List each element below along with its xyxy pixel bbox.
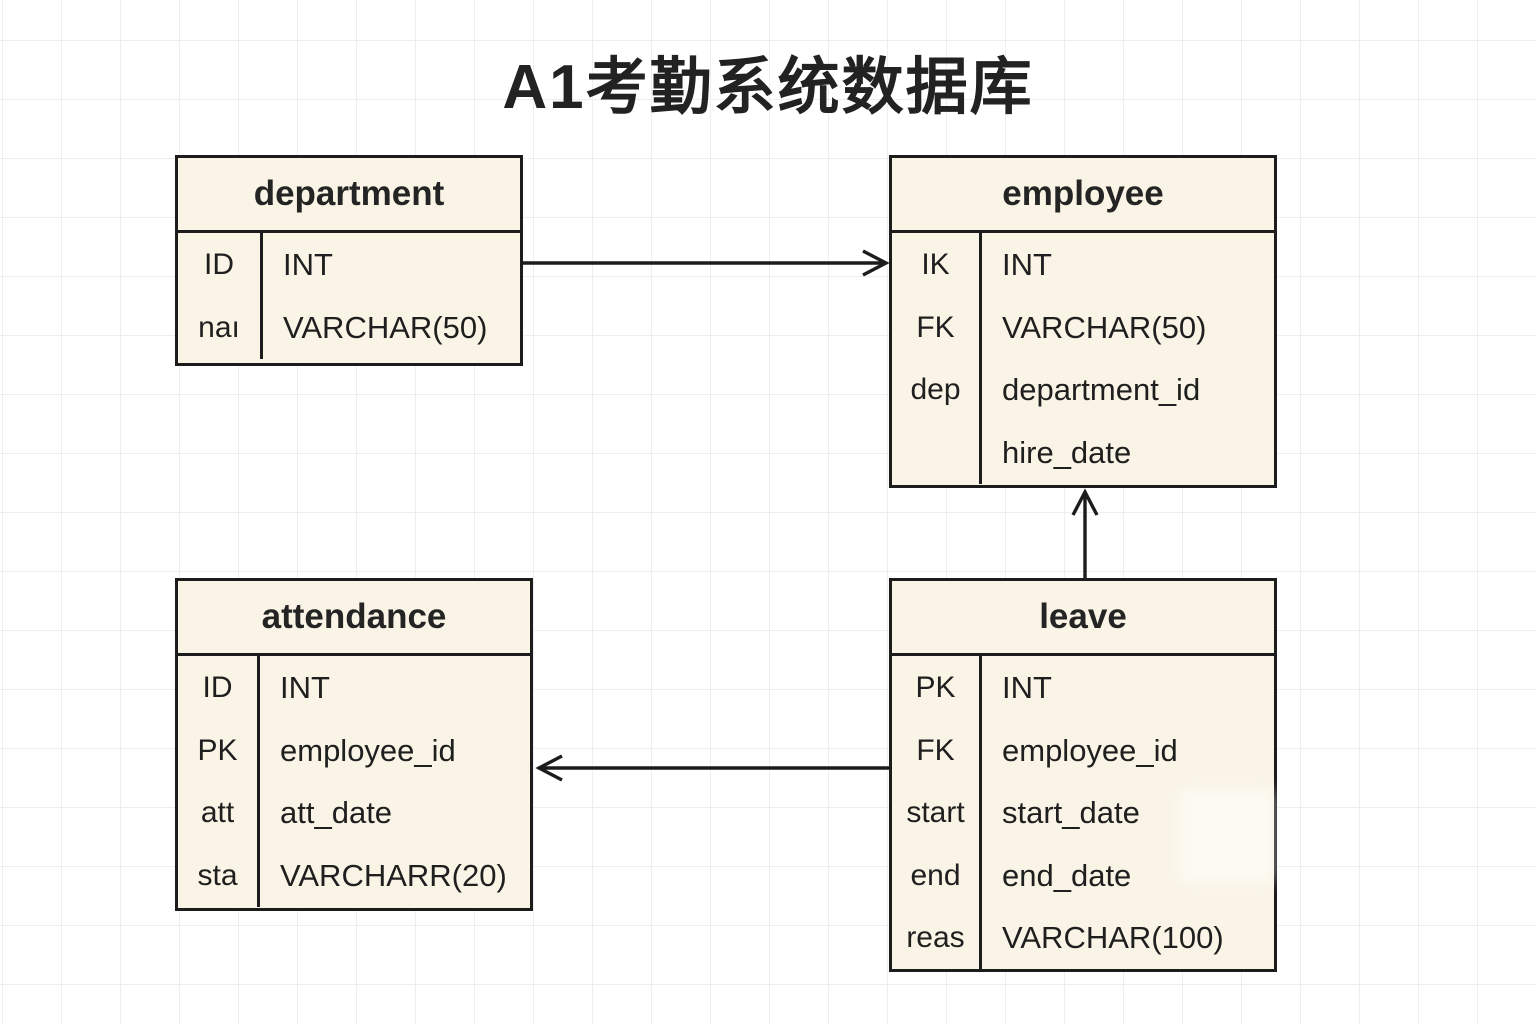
table-row: sta VARCHARR(20) xyxy=(178,845,530,908)
table-row: FK VARCHAR(50) xyxy=(892,297,1274,360)
table-row: naı VARCHAR(50) xyxy=(178,297,520,360)
row-key: ID xyxy=(204,248,234,282)
row-key: ID xyxy=(202,671,233,705)
row-value: start_date xyxy=(1002,795,1140,831)
row-value: att_date xyxy=(280,795,393,831)
row-value: VARCHAR(50) xyxy=(1002,309,1207,345)
table-row: start start_date xyxy=(892,782,1274,845)
table-title-leave: leave xyxy=(892,581,1274,656)
arrow-department-to-employee xyxy=(523,249,890,277)
table-row: dep department_id xyxy=(892,359,1274,422)
table-title-employee: employee xyxy=(892,158,1274,233)
row-value: department_id xyxy=(1002,372,1201,408)
row-value: INT xyxy=(283,247,333,283)
table-title-attendance: attendance xyxy=(178,581,530,656)
table-row: IK INT xyxy=(892,234,1274,297)
row-value: INT xyxy=(280,670,330,706)
arrow-leave-to-attendance xyxy=(535,754,889,782)
row-key: PK xyxy=(197,733,238,767)
row-key: end xyxy=(910,858,961,892)
row-key: FK xyxy=(916,733,955,767)
table-row: PK INT xyxy=(892,657,1274,720)
row-value: VARCHAR(100) xyxy=(1002,920,1224,956)
row-key: dep xyxy=(910,373,961,407)
row-key: naı xyxy=(198,310,240,344)
row-value: employee_id xyxy=(1002,732,1178,768)
watermark-ghost xyxy=(1178,788,1274,884)
table-department: department ID INT naı VARCHAR(50) xyxy=(175,155,523,366)
row-value: end_date xyxy=(1002,857,1132,893)
table-title-department: department xyxy=(178,158,520,233)
arrow-leave-to-employee xyxy=(1071,488,1099,578)
row-key: att xyxy=(200,796,235,830)
table-row: reas VARCHAR(100) xyxy=(892,907,1274,970)
page-title: A1考勤系统数据库 xyxy=(502,53,1034,122)
table-body-department: ID INT naı VARCHAR(50) xyxy=(178,233,520,359)
table-row: ID INT xyxy=(178,234,520,297)
table-employee: employee IK INT FK VARCHAR(50) dep department… xyxy=(889,155,1277,488)
row-key: IK xyxy=(921,248,950,282)
table-body-employee: IK INT FK VARCHAR(50) dep department_id hire_d… xyxy=(892,233,1274,484)
table-row: hire_date xyxy=(892,422,1274,485)
row-key: start xyxy=(906,796,965,830)
table-row: FK employee_id xyxy=(892,720,1274,783)
table-row: end end_date xyxy=(892,845,1274,908)
row-value: INT xyxy=(1002,247,1052,283)
table-row: PK employee_id xyxy=(178,720,530,783)
table-row: ID INT xyxy=(178,657,530,720)
row-value: employee_id xyxy=(280,732,456,768)
row-key: PK xyxy=(915,671,956,705)
row-key: FK xyxy=(916,310,955,344)
table-row: att att_date xyxy=(178,782,530,845)
row-key: reas xyxy=(906,921,965,955)
row-key: sta xyxy=(197,858,238,892)
row-value: VARCHARR(20) xyxy=(280,857,507,893)
row-value: VARCHAR(50) xyxy=(283,309,488,345)
row-value: hire_date xyxy=(1002,434,1132,470)
row-value: INT xyxy=(1002,670,1052,706)
